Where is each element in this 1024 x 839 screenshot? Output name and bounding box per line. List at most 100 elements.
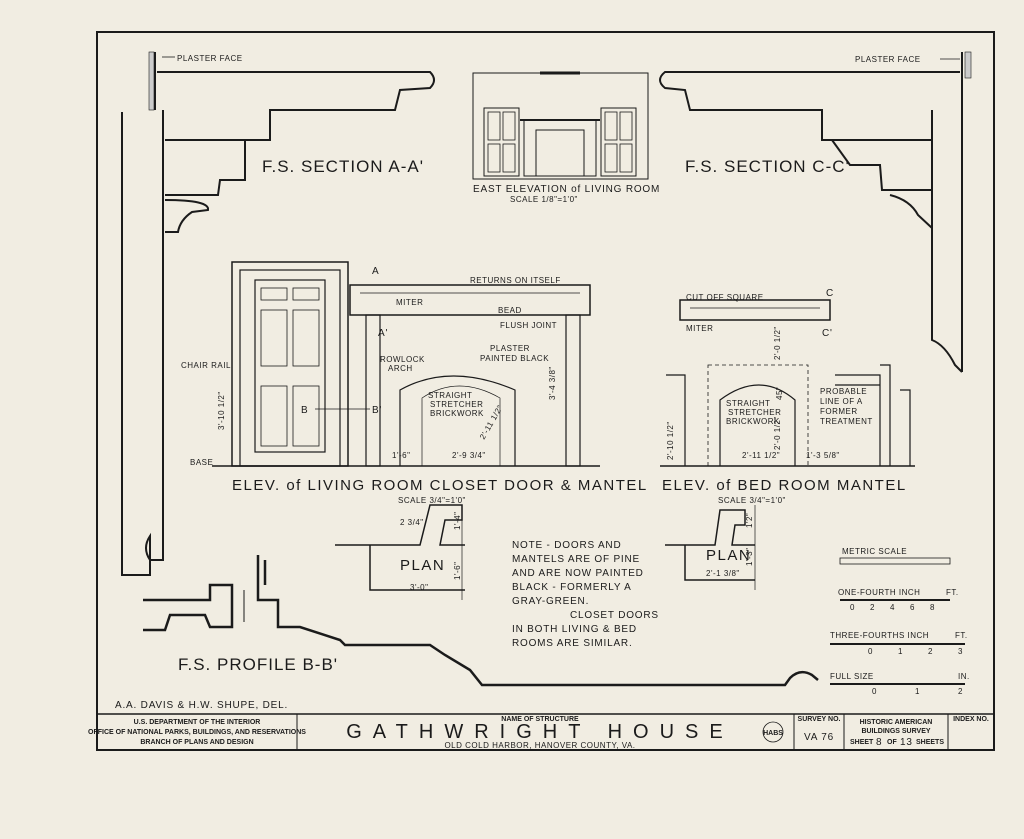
mark-b: B: [301, 405, 308, 416]
habs-line-1: HISTORIC AMERICAN: [860, 719, 933, 726]
dim-45: 45": [775, 387, 784, 400]
stretcher-label: STRETCHER: [430, 400, 483, 409]
plan-left-drawing: [335, 504, 465, 600]
quarter-inch-label: ONE-FOURTH INCH: [838, 588, 920, 597]
dim-2-0b: 2'-0 1/2": [773, 416, 782, 450]
delineators: A.A. DAVIS & H.W. SHUPE, DEL.: [115, 700, 288, 711]
three-quarter-tick-3: 3: [958, 647, 963, 656]
plan-left-label: PLAN: [400, 557, 445, 574]
quarter-inch-unit: FT.: [946, 588, 959, 597]
straight-label: STRAIGHT: [428, 391, 472, 400]
living-elev-title: ELEV. of LIVING ROOM CLOSET DOOR & MANTE…: [232, 477, 648, 494]
bead-label: BEAD: [498, 306, 522, 315]
profile-bb-title: F.S. PROFILE B-B': [178, 655, 338, 674]
plaster-label: PLASTER: [490, 344, 530, 353]
title-block: U.S. DEPARTMENT OF THE INTERIOR OFFICE O…: [88, 713, 994, 750]
full-tick-1: 1: [915, 687, 920, 696]
note-line-4: BLACK - FORMERLY A: [512, 582, 632, 593]
full-size-label: FULL SIZE: [830, 672, 874, 681]
quarter-tick-3: 6: [910, 603, 915, 612]
miter-right-label: MITER: [686, 324, 713, 333]
location: OLD COLD HARBOR, HANOVER COUNTY, VA.: [444, 741, 635, 750]
note-line-1: NOTE - DOORS AND: [512, 540, 621, 551]
metric-scale-label: METRIC SCALE: [842, 547, 907, 556]
bed-elev-title: ELEV. of BED ROOM MANTEL: [662, 477, 907, 494]
quarter-tick-0: 0: [850, 603, 855, 612]
dim-1-4: 1'-4": [453, 512, 462, 530]
section-aa-drawing: [121, 51, 435, 576]
rowlock-label: ROWLOCK: [380, 355, 425, 364]
section-aa-title: F.S. SECTION A-A': [262, 157, 424, 176]
plan-right-drawing: [665, 505, 756, 590]
probable-label-2: LINE OF A: [820, 397, 863, 406]
section-cc-title: F.S. SECTION C-C': [685, 157, 850, 176]
quarter-tick-2: 4: [890, 603, 895, 612]
miter-left-label: MITER: [396, 298, 423, 307]
bed-elev-scale: SCALE 3/4"=1'0": [718, 496, 786, 505]
metric-scale-bar: [839, 557, 951, 565]
full-tick-2: 2: [958, 687, 963, 696]
dim-2-10a: 2'-10 1/2": [666, 421, 675, 460]
habs-line-2: BUILDINGS SURVEY: [861, 728, 930, 735]
dim-1-3p: 1'-3": [745, 548, 754, 566]
straight-b-label: STRAIGHT: [726, 399, 770, 408]
full-tick-0: 0: [872, 687, 877, 696]
three-quarter-tick-1: 1: [898, 647, 903, 656]
dim-1-6: 1'-6": [392, 451, 410, 460]
structure-name: GATHWRIGHT HOUSE: [346, 721, 733, 743]
note-block: NOTE - DOORS AND MANTELS ARE OF PINE AND…: [512, 540, 659, 649]
living-elev-scale: SCALE 3/4"=1'0": [398, 496, 466, 505]
sheet-number: 8: [876, 737, 882, 748]
dim-3-10: 3'-10 1/2": [217, 391, 226, 430]
dim-1-3: 1'-3 5/8": [806, 451, 840, 460]
mark-a: A: [372, 266, 379, 277]
chair-rail-label: CHAIR RAIL: [181, 361, 231, 370]
probable-label-3: FORMER: [820, 407, 858, 416]
habs-seal: [762, 721, 784, 743]
plaster-face-left-label: PLASTER FACE: [177, 54, 243, 63]
plaster-face-right-label: PLASTER FACE: [855, 55, 921, 64]
cut-off-label: CUT OFF SQUARE: [686, 293, 764, 302]
dim-3-0: 3'-0": [410, 583, 428, 592]
full-size-unit: IN.: [958, 672, 970, 681]
flush-joint-label: FLUSH JOINT: [500, 321, 557, 330]
dim-2-0: 2'-0 1/2": [773, 326, 782, 360]
three-quarter-tick-2: 2: [928, 647, 933, 656]
mark-b-prime: B': [372, 405, 382, 416]
mark-c-prime: C': [822, 328, 833, 339]
mark-c: C: [826, 288, 834, 299]
habs-seal-text: HABS: [763, 730, 783, 737]
base-label: BASE: [190, 458, 213, 467]
three-quarter-unit: FT.: [955, 631, 968, 640]
profile-bb-drawing: [143, 555, 819, 687]
returns-label: RETURNS ON ITSELF: [470, 276, 561, 285]
living-room-elevation-drawing: [212, 261, 600, 467]
east-elevation-drawing: [472, 71, 649, 180]
dim-2-1: 2'-1 3/8": [706, 569, 740, 578]
east-elevation-scale: SCALE 1/8"=1'0": [510, 195, 578, 204]
three-quarter-label: THREE-FOURTHS INCH: [830, 631, 929, 640]
brickwork-label: BRICKWORK: [430, 409, 484, 418]
probable-label-1: PROBABLE: [820, 387, 867, 396]
note-line-8: ROOMS ARE SIMILAR.: [512, 638, 633, 649]
quarter-tick-1: 2: [870, 603, 875, 612]
survey-caption: SURVEY NO.: [798, 716, 841, 723]
sheet-total: 13: [900, 737, 913, 748]
east-elevation-title: EAST ELEVATION of LIVING ROOM: [473, 184, 660, 195]
sheet-border: [96, 31, 995, 751]
note-line-5: GRAY-GREEN.: [512, 596, 589, 607]
note-line-6: CLOSET DOORS: [570, 610, 659, 621]
sheets-word: SHEETS: [916, 739, 944, 746]
dim-2-9: 2'-9 3/4": [452, 451, 486, 460]
dept-line-2: OFFICE OF NATIONAL PARKS, BUILDINGS, AND…: [88, 729, 306, 736]
dim-1-2: 1'2": [745, 513, 754, 528]
note-line-7: IN BOTH LIVING & BED: [512, 624, 637, 635]
note-line-2: MANTELS ARE OF PINE: [512, 554, 640, 565]
probable-label-4: TREATMENT: [820, 417, 873, 426]
three-quarter-tick-0: 0: [868, 647, 873, 656]
bed-room-elevation-drawing: [660, 299, 915, 467]
sheet-word: SHEET: [850, 739, 874, 746]
quarter-tick-4: 8: [930, 603, 935, 612]
